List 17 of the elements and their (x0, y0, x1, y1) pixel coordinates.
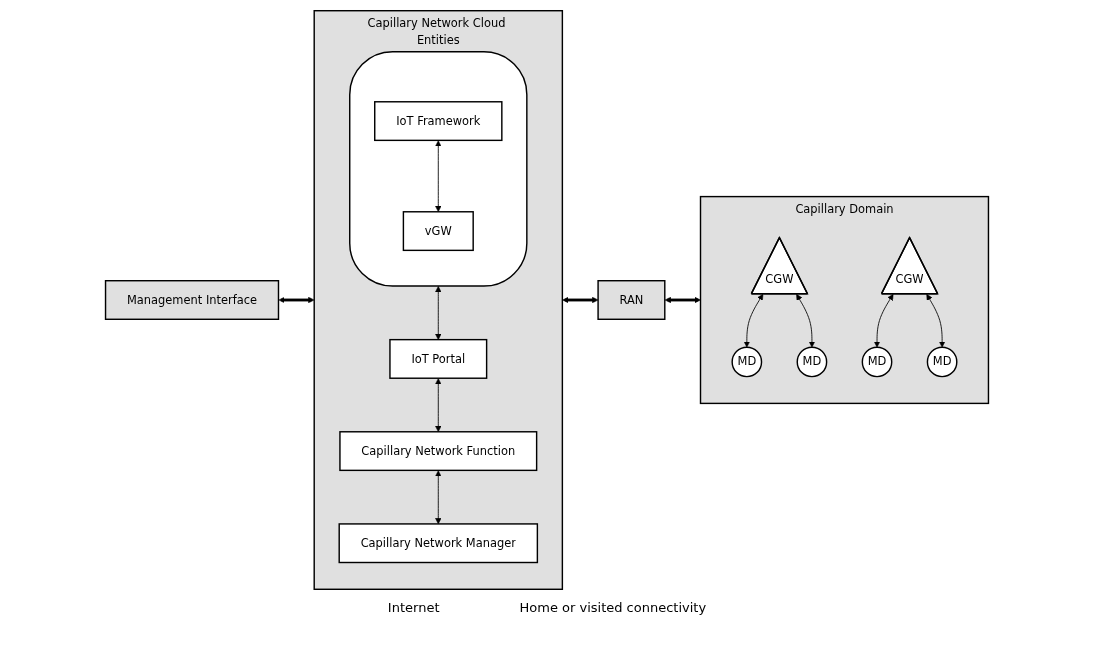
node-box: RAN (597, 280, 666, 320)
node-circle: MD (926, 346, 958, 378)
node-box: Capillary Network Function (339, 431, 538, 472)
cluster (349, 51, 528, 287)
node-box: IoT Portal (389, 338, 488, 379)
node-box: IoT Framework (374, 101, 503, 142)
zone-label: Internet (387, 600, 440, 615)
arrow (278, 296, 315, 304)
node-circle: MD (861, 346, 893, 378)
arrow (562, 296, 599, 304)
arrow (664, 296, 701, 304)
node-box: Capillary Network Manager (338, 523, 539, 564)
node-circle: MD (796, 346, 828, 378)
zone-label: Home or visited connectivity (519, 600, 707, 615)
node-box: vGW (402, 211, 474, 252)
node-circle: MD (731, 346, 763, 378)
node-box: Management Interface (104, 280, 280, 320)
